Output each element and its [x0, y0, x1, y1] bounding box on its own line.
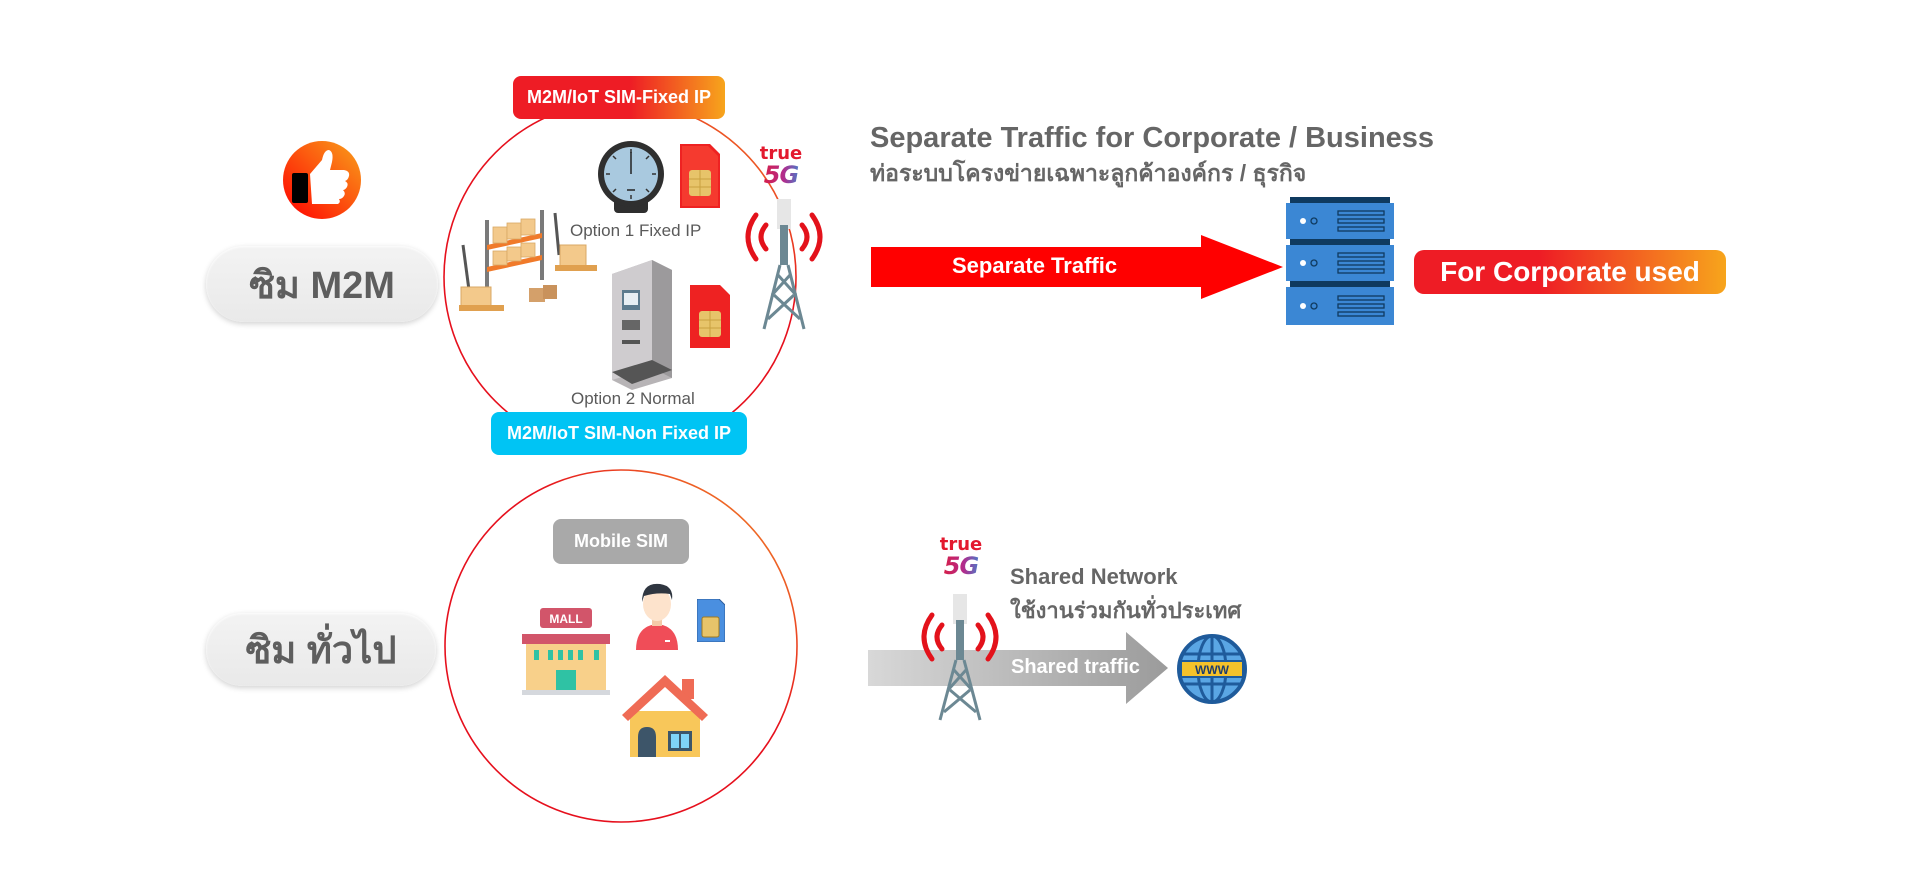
logo-5g-text: 5G — [756, 163, 806, 187]
option1-caption: Option 1 Fixed IP — [570, 221, 702, 240]
option2-caption: Option 2 Normal — [571, 389, 695, 408]
warehouse-icon — [455, 205, 605, 320]
for-corporate-label: For Corporate used — [1440, 256, 1700, 287]
house-icon — [622, 675, 708, 757]
cell-tower-icon — [914, 590, 1006, 725]
sim-m2m-pill: ซิม M2M — [206, 246, 438, 322]
sim-m2m-label: ซิม M2M — [249, 264, 395, 307]
shared-network-headline-thai: ใช้งานร่วมกันทั่วประเทศ — [1010, 598, 1242, 623]
cell-tower-icon — [738, 195, 830, 335]
general-circle — [444, 469, 798, 823]
separate-traffic-label: Separate Traffic — [952, 253, 1118, 278]
mobile-sim-tag: Mobile SIM — [553, 519, 689, 564]
corporate-headline: Separate Traffic for Corporate / Busines… — [870, 122, 1435, 154]
shared-traffic-label: Shared traffic — [1011, 656, 1140, 678]
corporate-headline-thai: ท่อระบบโครงข่ายเฉพาะลูกค้าองค์กร / ธุรกิ… — [870, 160, 1307, 186]
logo-5g-text: 5G — [936, 554, 986, 578]
mobile-sim-label: Mobile SIM — [574, 531, 668, 551]
sim-card-icon — [690, 285, 730, 348]
globe-icon: WWW — [1177, 634, 1247, 704]
separate-traffic-arrow — [871, 235, 1283, 299]
sim-card-icon — [680, 144, 720, 208]
non-fixed-ip-tag-label: M2M/IoT SIM-Non Fixed IP — [507, 423, 731, 443]
atm-icon — [612, 260, 672, 390]
mall-icon: MALL — [522, 608, 610, 695]
logo-true-text: true — [939, 534, 983, 555]
for-corporate-badge: For Corporate used — [1414, 250, 1726, 294]
sim-general-label: ซิม ทั่วไป — [245, 630, 397, 672]
fixed-ip-tag: M2M/IoT SIM-Fixed IP — [513, 76, 725, 119]
true-5g-logo: true 5G — [936, 534, 986, 579]
shared-network-headline: Shared Network — [1010, 564, 1178, 589]
true-5g-logo: true 5G — [756, 143, 806, 188]
sim-general-pill: ซิม ทั่วไป — [206, 613, 436, 686]
non-fixed-ip-tag: M2M/IoT SIM-Non Fixed IP — [491, 412, 747, 455]
sim-card-icon — [696, 598, 726, 643]
mall-sign: MALL — [549, 612, 582, 626]
thumbs-up-icon — [282, 140, 362, 220]
fixed-ip-tag-label: M2M/IoT SIM-Fixed IP — [526, 87, 711, 107]
logo-true-text: true — [759, 143, 803, 164]
person-icon — [632, 578, 682, 650]
server-icon — [1286, 197, 1394, 325]
globe-www-text: WWW — [1195, 663, 1230, 677]
gauge-icon — [597, 140, 665, 215]
